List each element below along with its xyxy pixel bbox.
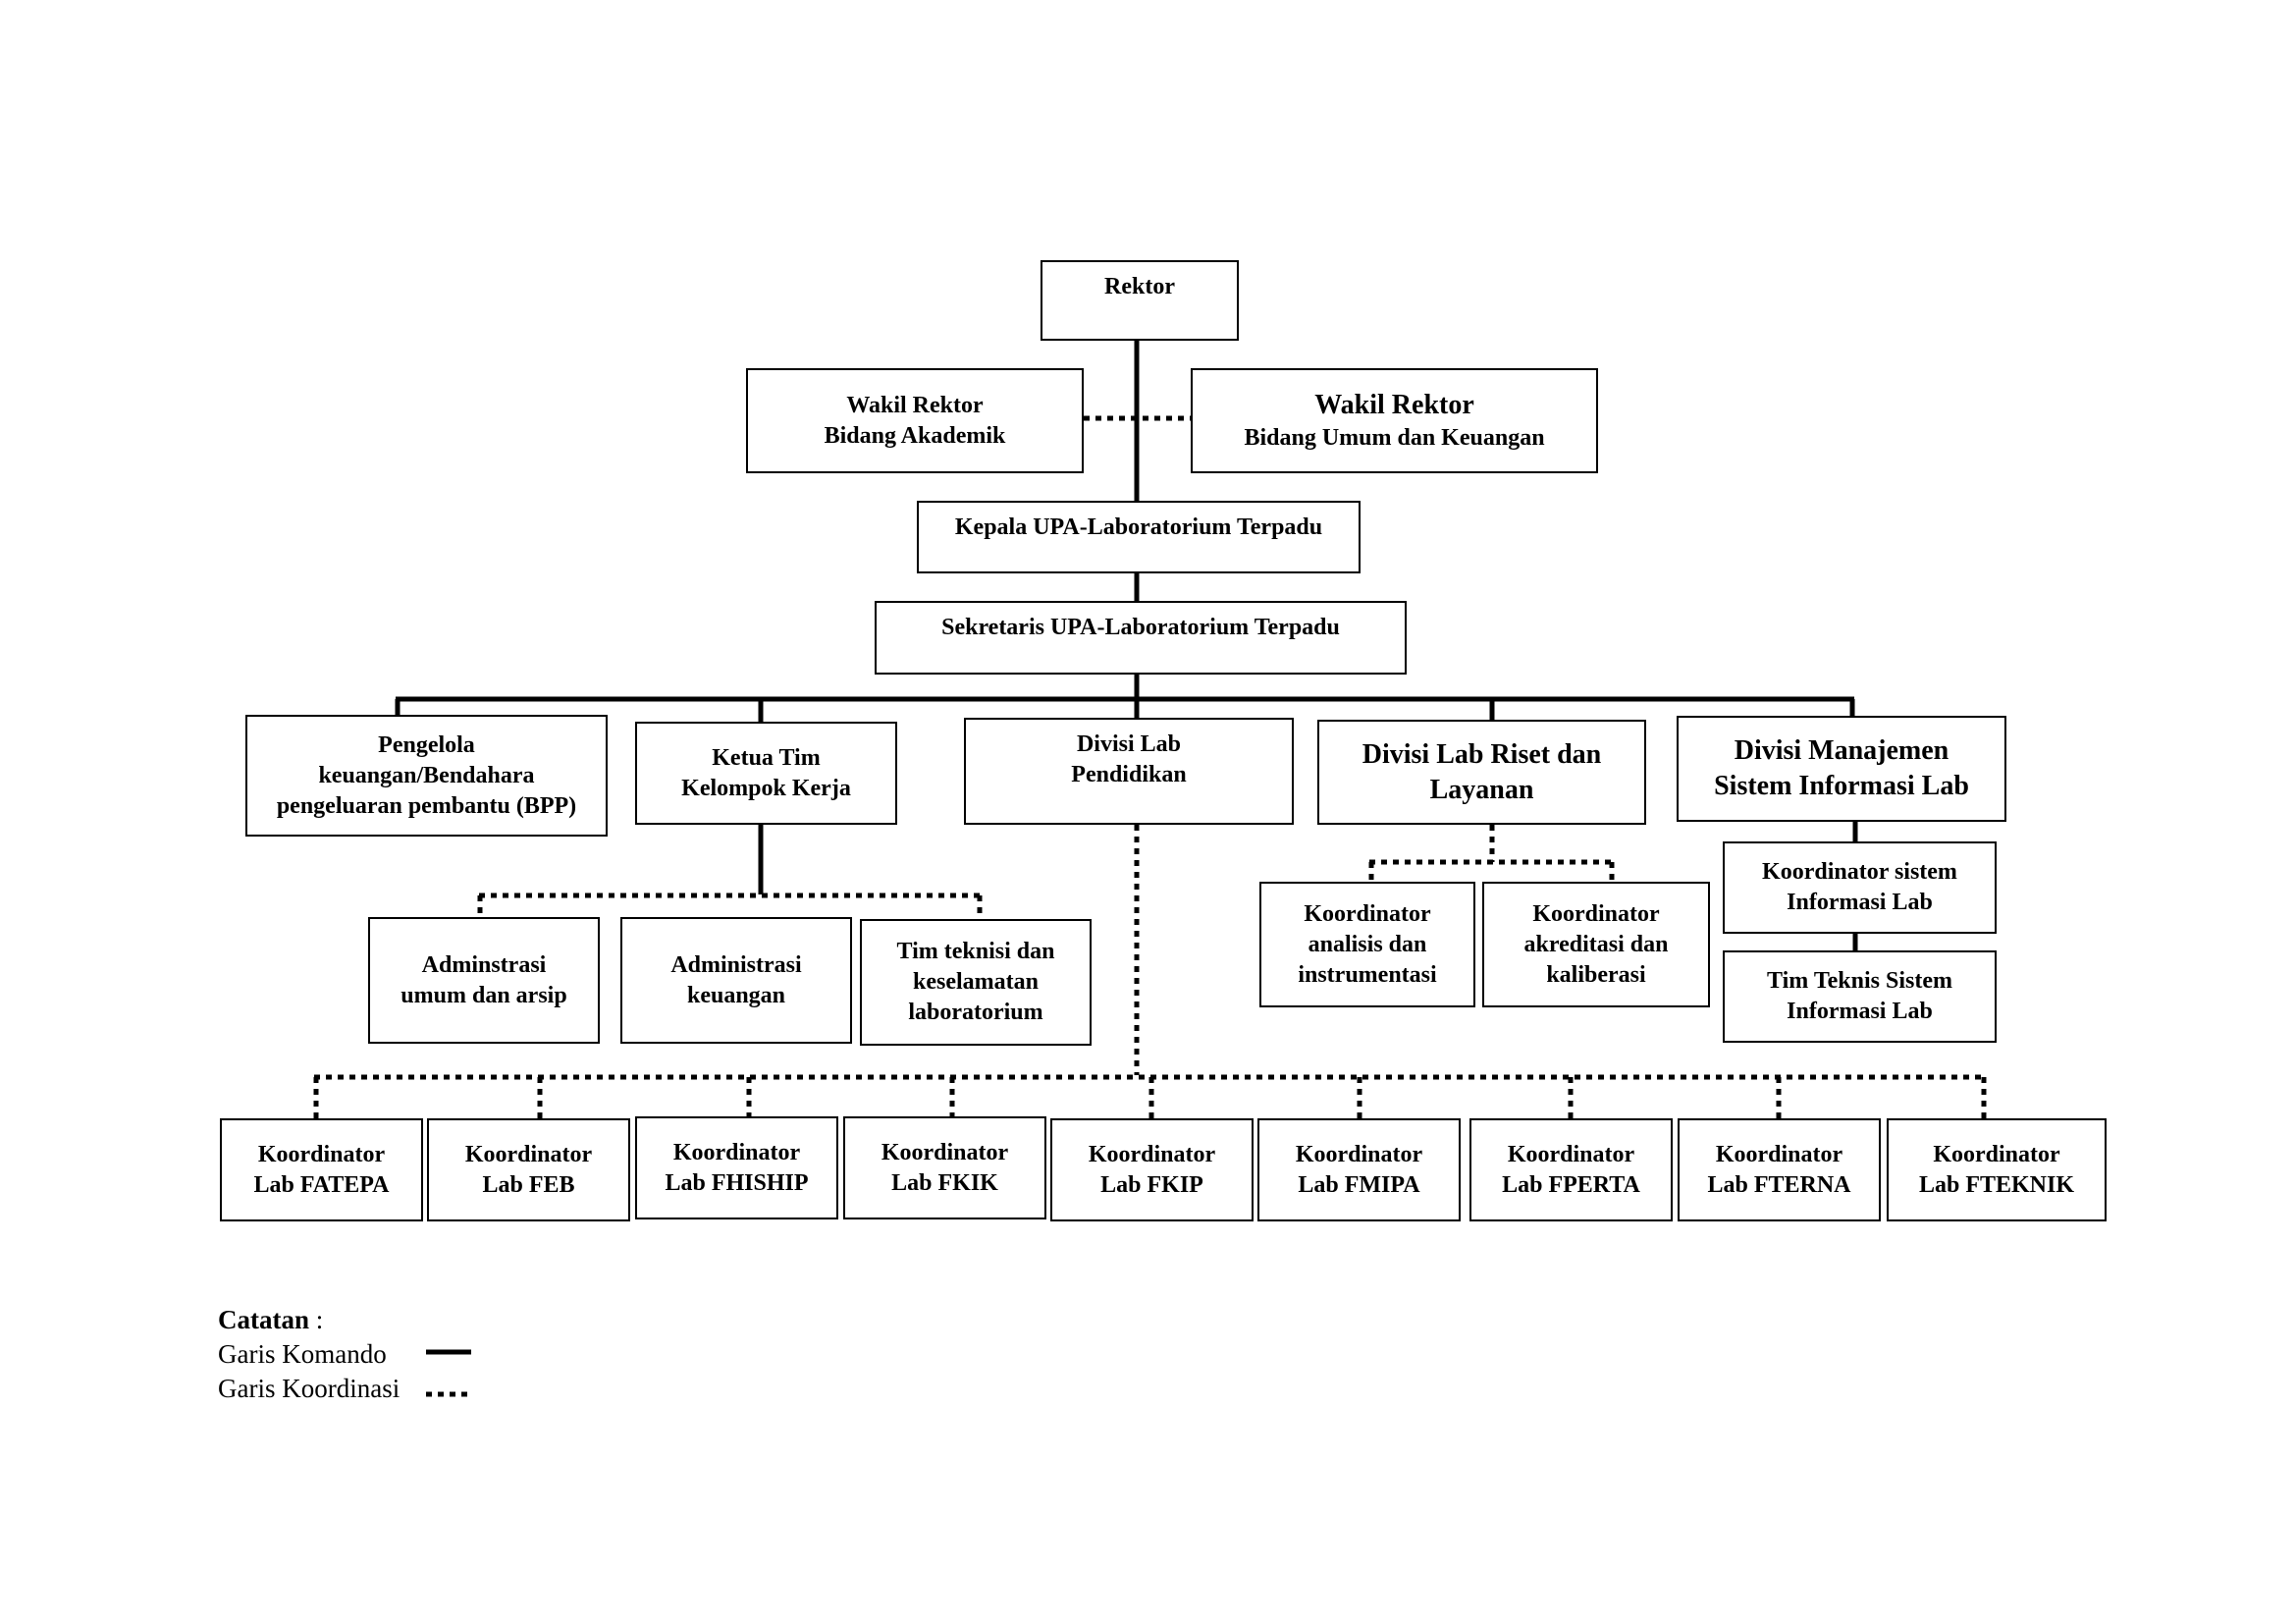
fteknik-line-1: Koordinator <box>1933 1141 2060 1167</box>
fhiship-line-2: Lab FHISHIP <box>665 1169 809 1196</box>
fmipa-line-1: Koordinator <box>1295 1141 1423 1167</box>
koord-akreditasi-line-2: akreditasi dan <box>1523 931 1669 957</box>
fperta-line-1: Koordinator <box>1507 1141 1635 1167</box>
koord-analisis-line-3: instrumentasi <box>1298 961 1437 988</box>
fkik-line-2: Lab FKIK <box>891 1169 998 1196</box>
box-koordinator-lab-fperta: Koordinator Lab FPERTA <box>1469 1118 1673 1221</box>
wr-umum-line-1: Wakil Rektor <box>1314 390 1474 420</box>
fatepa-line-2: Lab FATEPA <box>253 1171 390 1198</box>
adm-umum-line-1: Adminstrasi <box>421 951 547 978</box>
box-divisi-lab-riset-layanan: Divisi Lab Riset dan Layanan <box>1317 720 1646 825</box>
tim-teknisi-line-3: laboratorium <box>908 1000 1043 1025</box>
box-sekretaris-upa: Sekretaris UPA-Laboratorium Terpadu <box>875 601 1407 675</box>
tim-teknisi-line-1: Tim teknisi dan <box>896 939 1055 964</box>
fteknik-line-2: Lab FTEKNIK <box>1918 1171 2075 1198</box>
box-koordinator-lab-feb: Koordinator Lab FEB <box>427 1118 630 1221</box>
ketua-tim-line-1: Ketua Tim <box>712 744 821 771</box>
adm-keuangan-line-2: keuangan <box>686 982 786 1008</box>
box-ketua-tim-kelompok-kerja: Ketua Tim Kelompok Kerja <box>635 722 897 825</box>
box-koordinator-lab-fkik: Koordinator Lab FKIK <box>843 1116 1046 1219</box>
box-adminstrasi-umum-arsip: Adminstrasi umum dan arsip <box>368 917 600 1044</box>
koord-analisis-line-2: analisis dan <box>1308 931 1427 957</box>
legend-colon: : <box>309 1305 324 1334</box>
wr-akademik-line-1: Wakil Rektor <box>846 392 984 418</box>
koord-sistem-line-2: Informasi Lab <box>1787 890 1933 915</box>
koord-sistem-line-1: Koordinator sistem <box>1762 859 1957 885</box>
legend-koordinasi-label: Garis Koordinasi <box>218 1374 400 1403</box>
box-tim-teknis-sistem-informasi: Tim Teknis Sistem Informasi Lab <box>1723 950 1997 1043</box>
box-koordinator-lab-fterna: Koordinator Lab FTERNA <box>1678 1118 1881 1221</box>
box-koordinator-lab-fatepa: Koordinator Lab FATEPA <box>220 1118 423 1221</box>
koord-akreditasi-line-1: Koordinator <box>1532 900 1660 927</box>
tim-teknisi-line-2: keselamatan <box>912 969 1039 995</box>
box-koordinator-lab-fhiship: Koordinator Lab FHISHIP <box>635 1116 838 1219</box>
box-divisi-manajemen-sistem-informasi: Divisi Manajemen Sistem Informasi Lab <box>1677 716 2006 822</box>
box-rektor-label: Rektor <box>1104 274 1175 299</box>
coordination-lines <box>313 415 1987 1119</box>
box-kepala-upa: Kepala UPA-Laboratorium Terpadu <box>917 501 1361 573</box>
adm-keuangan-line-1: Administrasi <box>670 951 802 978</box>
koord-analisis-line-1: Koordinator <box>1304 900 1431 927</box>
wr-umum-line-2: Bidang Umum dan Keuangan <box>1244 425 1545 451</box>
fterna-line-1: Koordinator <box>1715 1141 1843 1167</box>
bpp-line-1: Pengelola <box>378 731 475 758</box>
legend-title: Catatan <box>218 1305 309 1334</box>
fterna-line-2: Lab FTERNA <box>1707 1171 1851 1198</box>
divisi-riset-line-2: Layanan <box>1429 774 1534 805</box>
fatepa-line-1: Koordinator <box>257 1141 386 1167</box>
kepala-label: Kepala UPA-Laboratorium Terpadu <box>954 514 1323 540</box>
tim-teknis-sistem-line-2: Informasi Lab <box>1787 999 1933 1024</box>
box-administrasi-keuangan: Administrasi keuangan <box>620 917 852 1044</box>
legend: Catatan : Garis Komando Garis Koordinasi <box>218 1303 400 1406</box>
box-tim-teknisi-keselamatan: Tim teknisi dan keselamatan laboratorium <box>860 919 1092 1046</box>
box-pengelola-keuangan-bpp: Pengelola keuangan/Bendahara pengeluaran… <box>245 715 608 837</box>
fmipa-line-2: Lab FMIPA <box>1298 1171 1420 1198</box>
koord-akreditasi-line-3: kaliberasi <box>1546 961 1646 988</box>
box-wakil-rektor-umum-keuangan: Wakil Rektor Bidang Umum dan Keuangan <box>1191 368 1598 473</box>
box-koordinator-lab-fkip: Koordinator Lab FKIP <box>1050 1118 1254 1221</box>
divisi-manajemen-line-2: Sistem Informasi Lab <box>1714 771 1969 801</box>
ketua-tim-line-2: Kelompok Kerja <box>681 775 851 801</box>
feb-line-1: Koordinator <box>464 1141 593 1167</box>
tim-teknis-sistem-line-1: Tim Teknis Sistem <box>1767 968 1952 994</box>
legend-komando-label: Garis Komando <box>218 1339 387 1369</box>
divisi-pendidikan-line-2: Pendidikan <box>1071 762 1187 787</box>
divisi-manajemen-line-1: Divisi Manajemen <box>1734 735 1949 766</box>
box-rektor: Rektor <box>1041 260 1239 341</box>
box-koordinator-akreditasi-kaliberasi: Koordinator akreditasi dan kaliberasi <box>1482 882 1710 1007</box>
wr-akademik-line-2: Bidang Akademik <box>824 422 1006 449</box>
box-koordinator-lab-fmipa: Koordinator Lab FMIPA <box>1257 1118 1461 1221</box>
sekretaris-label: Sekretaris UPA-Laboratorium Terpadu <box>941 615 1340 640</box>
box-koordinator-lab-fteknik: Koordinator Lab FTEKNIK <box>1887 1118 2107 1221</box>
bpp-line-2: keuangan/Bendahara <box>318 762 535 788</box>
adm-umum-line-2: umum dan arsip <box>400 982 567 1008</box>
fperta-line-2: Lab FPERTA <box>1502 1171 1640 1198</box>
fhiship-line-1: Koordinator <box>672 1139 801 1165</box>
divisi-riset-line-1: Divisi Lab Riset dan <box>1362 738 1602 770</box>
bpp-line-3: pengeluaran pembantu (BPP) <box>276 792 577 819</box>
box-koordinator-analisis-instrumentasi: Koordinator analisis dan instrumentasi <box>1259 882 1475 1007</box>
box-wakil-rektor-akademik: Wakil Rektor Bidang Akademik <box>746 368 1084 473</box>
command-lines <box>395 339 1858 952</box>
legend-title-row: Catatan : <box>218 1303 400 1337</box>
box-divisi-lab-pendidikan: Divisi Lab Pendidikan <box>964 718 1294 825</box>
box-koordinator-sistem-informasi: Koordinator sistem Informasi Lab <box>1723 841 1997 934</box>
fkip-line-1: Koordinator <box>1088 1141 1216 1167</box>
fkip-line-2: Lab FKIP <box>1100 1171 1203 1198</box>
divisi-pendidikan-line-1: Divisi Lab <box>1076 731 1181 757</box>
fkik-line-1: Koordinator <box>881 1139 1009 1165</box>
feb-line-2: Lab FEB <box>482 1171 575 1198</box>
